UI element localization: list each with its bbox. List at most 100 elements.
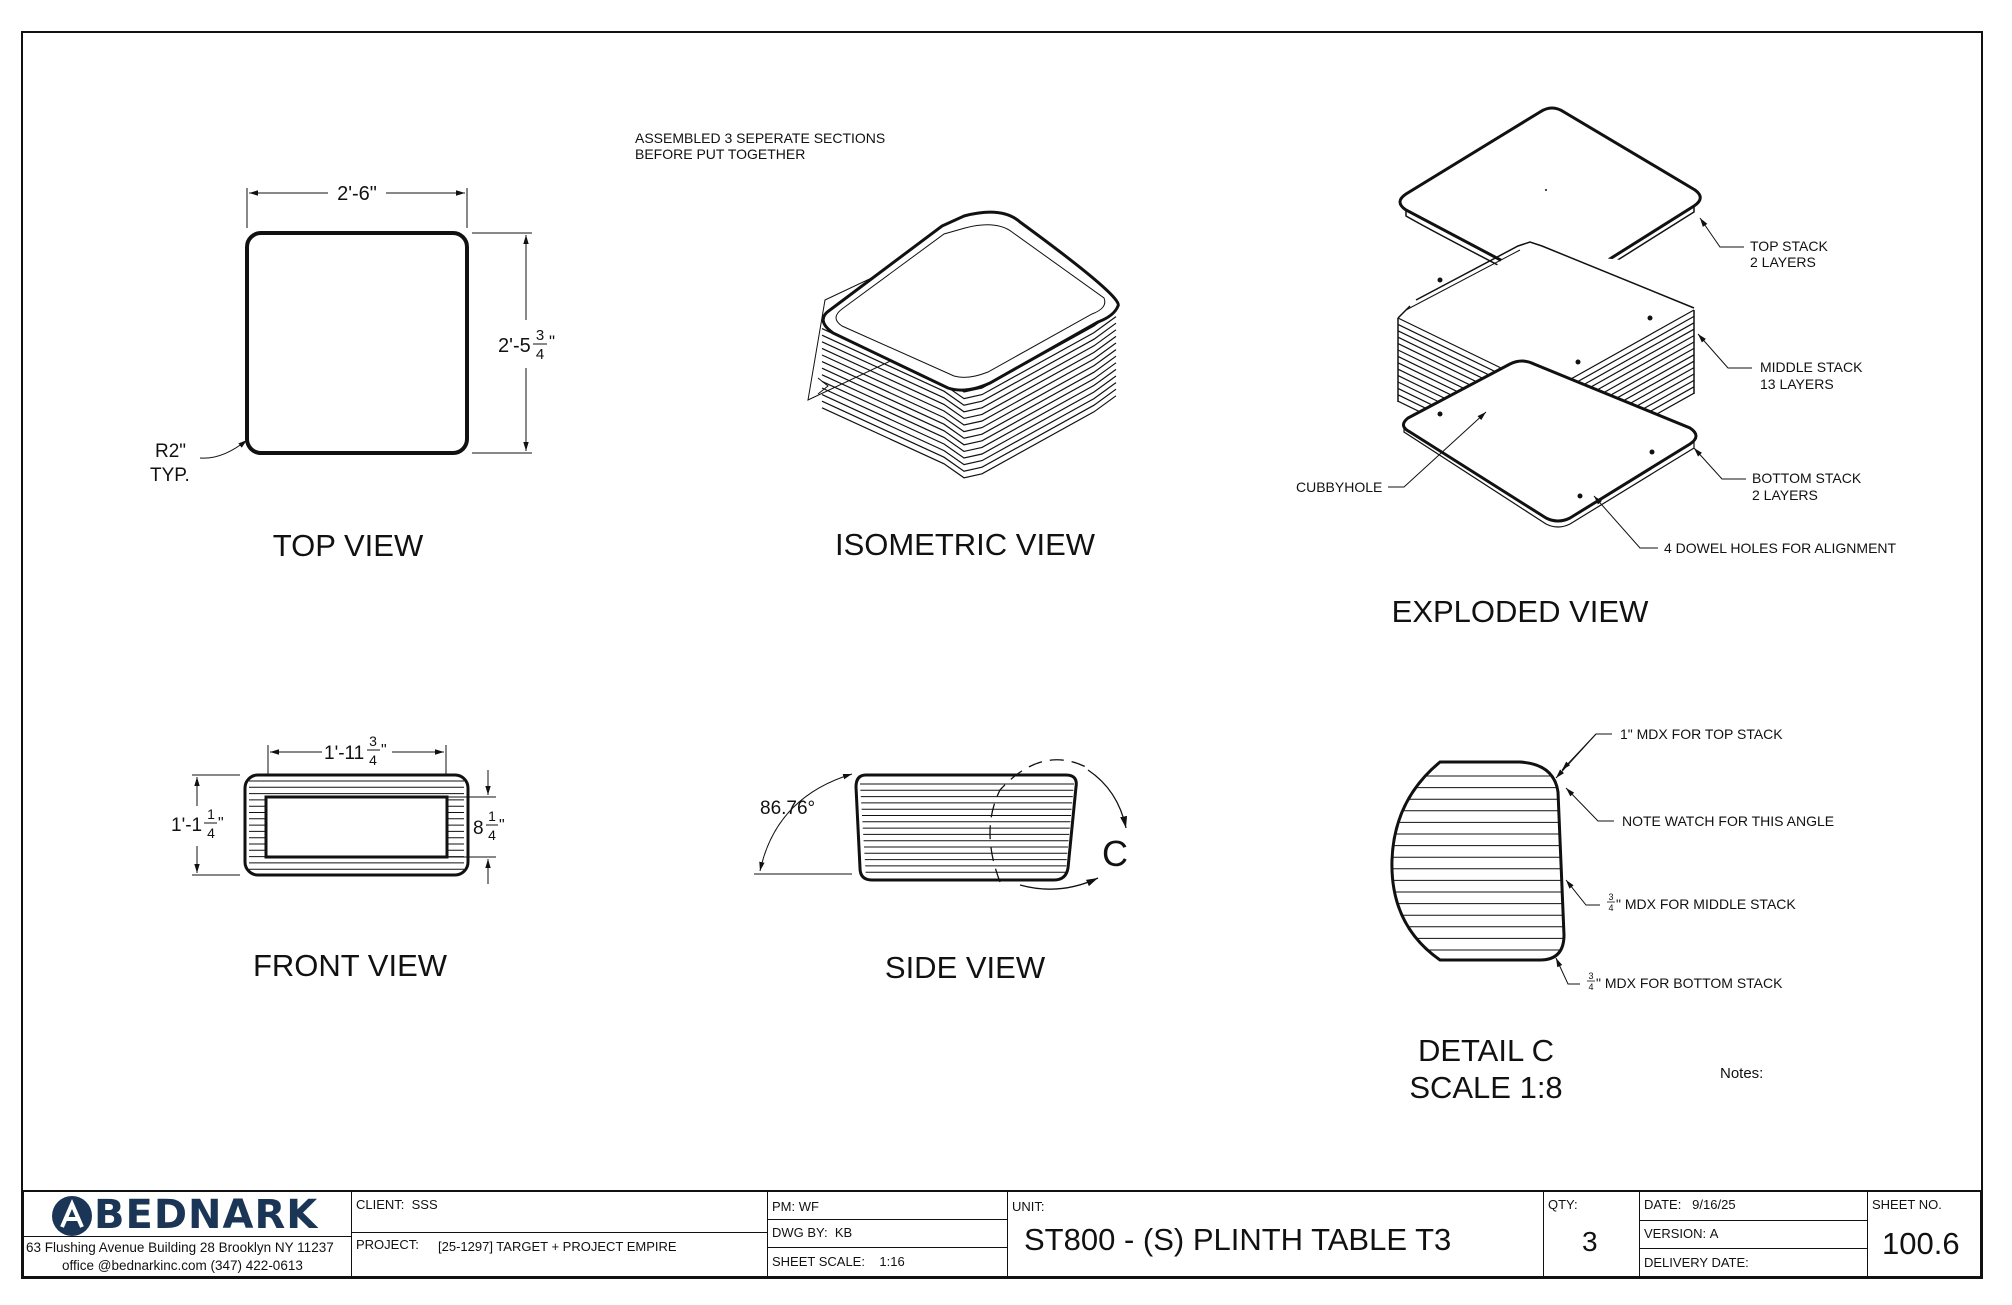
layer-line [821, 342, 1117, 426]
layer-line [821, 355, 1117, 439]
top-stack-label-line1: TOP STACK [1750, 238, 1828, 254]
client-label: CLIENT: SSS [356, 1197, 438, 1212]
title-block-logo-cell: BEDNARK 63 Flushing Avenue Building 28 B… [24, 1192, 352, 1278]
bednark-logo: BEDNARK [48, 1192, 336, 1238]
layer-line [821, 329, 1117, 413]
isometric-view: ISOMETRIC VIEW [807, 210, 1120, 562]
detail-middle-frac-den: 4 [1608, 903, 1613, 913]
pm-value: WF [798, 1199, 819, 1214]
detail-c-marker: C [1102, 833, 1128, 874]
side-view-title: SIDE VIEW [885, 950, 1046, 985]
title-block-unit-cell: UNIT: ST800 - (S) PLINTH TABLE T3 [1008, 1192, 1544, 1278]
top-view-height-frac-den: 4 [536, 346, 544, 363]
front-view: 1'-11 3 4 " 1'-1 1 4 " 8 1 4 " FRONT VIE… [171, 733, 505, 983]
dowel-holes-label: 4 DOWEL HOLES FOR ALIGNMENT [1664, 540, 1897, 556]
detail-bottom-note: " MDX FOR BOTTOM STACK [1596, 975, 1783, 991]
title-block-sheet-cell: SHEET NO. 100.6 [1868, 1192, 1982, 1278]
front-height-unit: " [218, 815, 224, 832]
front-width-unit: " [381, 742, 387, 759]
title-block-pm-cell: PM: WF DWG BY: KB SHEET SCALE: 1:16 [768, 1192, 1008, 1278]
company-contact: office @bednarkinc.com (347) 422-0613 [62, 1258, 303, 1273]
detail-c-view: 1" MDX FOR TOP STACK NOTE WATCH FOR THIS… [1390, 726, 1834, 1105]
detail-middle-frac-num: 3 [1608, 892, 1613, 902]
front-view-title: FRONT VIEW [253, 948, 448, 983]
layer-line [821, 388, 1117, 472]
front-view-opening [264, 795, 449, 859]
title-block: BEDNARK 63 Flushing Avenue Building 28 B… [22, 1190, 1982, 1278]
version-label: VERSION: A [1644, 1226, 1719, 1241]
front-opening-frac-den: 4 [488, 827, 496, 843]
date-value: 9/16/25 [1692, 1197, 1736, 1212]
project-label: PROJECT: [356, 1237, 419, 1252]
side-view-layer-lines [860, 783, 1074, 873]
notes-label: Notes: [1720, 1065, 1763, 1082]
unit-value: ST800 - (S) PLINTH TABLE T3 [1024, 1222, 1452, 1257]
detail-middle-note: " MDX FOR MIDDLE STACK [1616, 896, 1796, 912]
layer-line [821, 335, 1117, 420]
top-stack-label-line2: 2 LAYERS [1750, 254, 1816, 270]
front-width-dim: 1'-11 [324, 743, 364, 764]
detail-angle-note: NOTE WATCH FOR THIS ANGLE [1622, 813, 1834, 829]
top-view-outline [245, 231, 469, 455]
layer-line [821, 382, 1117, 466]
project-value: [25-1297] TARGET + PROJECT EMPIRE [438, 1239, 677, 1254]
top-view: 2'-6" 2'-5 3 4 " R2" TYP. TOP VIEW [150, 183, 555, 563]
qty-label: QTY: [1548, 1197, 1578, 1212]
exploded-view-title: EXPLODED VIEW [1392, 594, 1649, 629]
pm-label: PM: WF [772, 1199, 819, 1214]
title-block-date-cell: DATE: 9/16/25 VERSION: A DELIVERY DATE: [1640, 1192, 1868, 1278]
layer-line [821, 362, 1117, 446]
detail-c-title: DETAIL C [1418, 1033, 1554, 1068]
company-address: 63 Flushing Avenue Building 28 Brooklyn … [26, 1240, 334, 1255]
radius-callout-line1: R2" [155, 441, 186, 462]
exploded-bottom-stack [1402, 359, 1698, 523]
date-label: DATE: 9/16/25 [1644, 1197, 1736, 1212]
front-height-frac-den: 4 [207, 825, 215, 841]
front-width-frac-den: 4 [369, 752, 377, 768]
assembly-note-line1: ASSEMBLED 3 SEPERATE SECTIONS [635, 130, 885, 146]
front-height-dim: 1'-1 [171, 815, 202, 836]
dwg-label: DWG BY: KB [772, 1225, 853, 1240]
title-block-client-cell: CLIENT: SSS PROJECT: [25-1297] TARGET + … [352, 1192, 768, 1278]
layer-line [821, 368, 1117, 453]
detail-c-layer-lines [1391, 775, 1564, 951]
sheet-border [21, 31, 1983, 1279]
side-view-angle: 86.76° [760, 798, 815, 819]
sheet-scale-label: SHEET SCALE: 1:16 [772, 1254, 905, 1269]
front-opening-dim: 8 [473, 818, 484, 839]
top-view-height-frac-num: 3 [536, 327, 544, 344]
detail-top-note: 1" MDX FOR TOP STACK [1620, 726, 1783, 742]
cubbyhole-label: CUBBYHOLE [1296, 479, 1382, 495]
front-height-frac-num: 1 [207, 806, 215, 822]
logo-wordmark: BEDNARK [94, 1192, 319, 1238]
unit-label: UNIT: [1012, 1199, 1045, 1214]
layer-line [1405, 249, 1521, 311]
sheet-no-value: 100.6 [1882, 1226, 1960, 1261]
bottom-stack-label-line2: 2 LAYERS [1752, 487, 1818, 503]
side-view: 86.76° C SIDE VIEW [754, 759, 1128, 985]
exploded-view: TOP STACK 2 LAYERS MIDDLE STACK 13 LAYER… [1296, 106, 1897, 629]
top-view-height-dim: 2'-5 [498, 335, 531, 357]
top-view-title: TOP VIEW [273, 528, 424, 563]
sheet-scale-value: 1:16 [879, 1254, 905, 1269]
isometric-view-title: ISOMETRIC VIEW [835, 527, 1096, 562]
front-width-frac-num: 3 [369, 733, 377, 749]
qty-value: 3 [1582, 1226, 1598, 1257]
title-block-qty-cell: QTY: 3 [1544, 1192, 1640, 1278]
middle-stack-label-line1: MIDDLE STACK [1760, 359, 1863, 375]
front-opening-frac-num: 1 [488, 808, 496, 824]
middle-stack-label-line2: 13 LAYERS [1760, 376, 1834, 392]
sheet-no-label: SHEET NO. [1872, 1197, 1942, 1212]
radius-callout-line2: TYP. [150, 465, 190, 486]
dwg-value: KB [834, 1225, 853, 1240]
bottom-stack-label-line1: BOTTOM STACK [1752, 470, 1862, 486]
version-value: A [1709, 1226, 1719, 1241]
layer-line [821, 375, 1117, 459]
client-value: SSS [411, 1197, 438, 1212]
top-view-width-dim: 2'-6" [337, 183, 377, 205]
layer-line [1415, 241, 1695, 309]
detail-bottom-frac-den: 4 [1588, 982, 1593, 992]
detail-bottom-frac-num: 3 [1588, 971, 1593, 981]
